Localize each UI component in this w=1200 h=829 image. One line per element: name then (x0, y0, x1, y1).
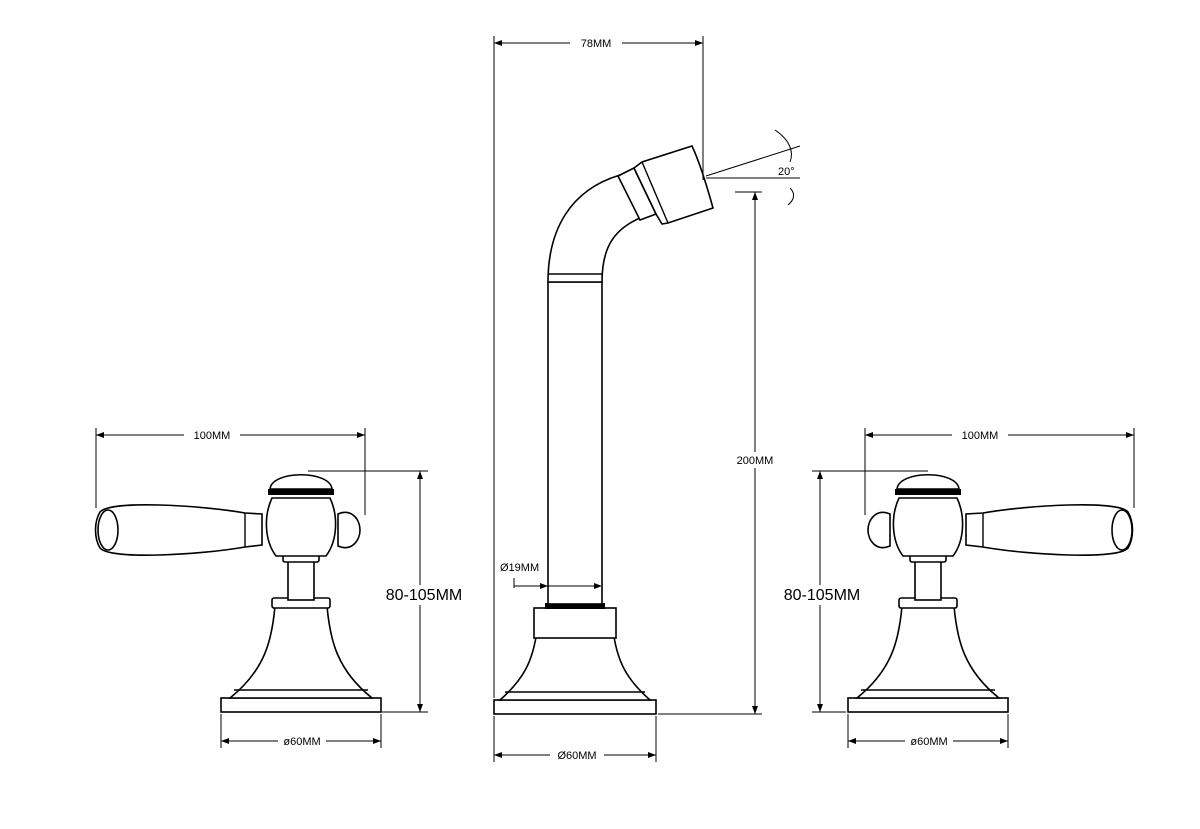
left-handle-valve (94, 473, 382, 713)
left-base-plate (220, 697, 382, 713)
spout-angle-label: 20° (778, 166, 795, 178)
right-handle-cap (896, 473, 960, 490)
spout-width-label: 78MM (581, 38, 612, 50)
left-valve-body (265, 497, 337, 557)
right-lever (965, 504, 1134, 556)
right-handle-width-label: 100MM (962, 430, 999, 442)
left-base-diameter-label: ø60MM (283, 736, 320, 748)
right-flared-base (854, 605, 1002, 699)
right-base-diameter-label: ø60MM (910, 736, 947, 748)
spout-pipe (547, 281, 603, 605)
spout-pipe-diameter-label: Ø19MM (500, 562, 539, 574)
left-lever (94, 504, 263, 556)
left-handle-ring (268, 489, 334, 495)
right-handle-valve (847, 473, 1134, 713)
left-handle-height-label: 80-105MM (386, 587, 462, 604)
spout (493, 145, 714, 715)
left-handle-width-label: 100MM (194, 430, 231, 442)
right-dimensions: 100MM 80-105MM ø60MM (776, 427, 1135, 749)
spout-flared-base (497, 636, 653, 701)
spout-outlet (632, 145, 714, 225)
right-base-plate (847, 697, 1009, 713)
right-handle-height-label: 80-105MM (784, 587, 860, 604)
left-dimensions: 100MM 80-105MM ø60MM (95, 427, 470, 749)
right-valve-body (892, 497, 964, 557)
left-flared-base (227, 605, 375, 699)
spout-base-diameter-label: Ø60MM (557, 750, 596, 762)
spout-dimensions: 78MM 20° 200MM Ø19MM Ø60MM (493, 35, 801, 763)
left-handle-cap (269, 473, 333, 490)
spout-height-label: 200MM (737, 455, 774, 467)
spout-base-plate (493, 699, 657, 715)
right-handle-ring (895, 489, 961, 495)
